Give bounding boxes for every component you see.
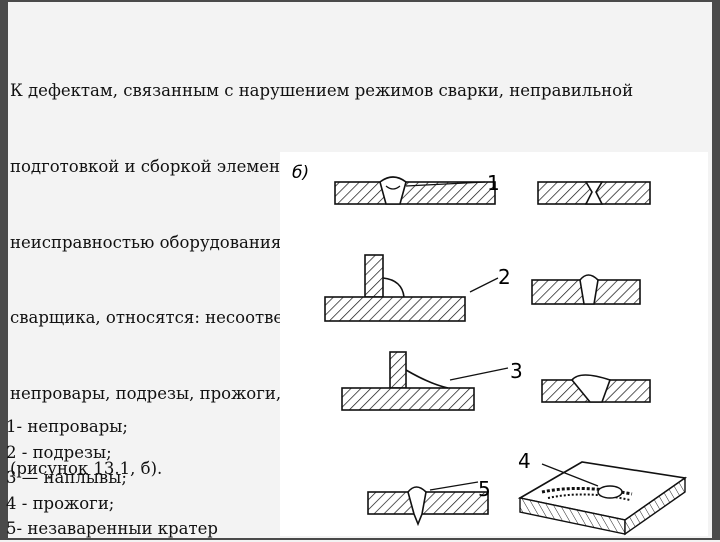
callout-line-5 <box>429 481 479 491</box>
legend-item: 4 - прожоги; <box>6 493 115 513</box>
callout-3: 3 <box>510 359 523 383</box>
callout-line-2 <box>469 277 499 293</box>
tee-joint-overlap <box>341 351 475 411</box>
tee-joint-undercut <box>324 254 466 322</box>
weld-defects-drawing: б) 1 2 <box>292 163 688 536</box>
butt-joint-crater <box>367 486 489 527</box>
legend-item: 1- непровары; <box>6 417 128 436</box>
butt-joint-undercut <box>531 274 641 305</box>
figure-label: б) <box>292 163 309 183</box>
defects-legend: 1- непровары; 2 - подрезы; 3 — наплывы; … <box>6 414 218 542</box>
paragraph-line: (рисунок 13.1, б). <box>10 459 163 479</box>
callout-line-3 <box>449 367 509 381</box>
callout-5: 5 <box>478 477 491 501</box>
butt-joint-overlap <box>541 374 651 403</box>
callout-4: 4 <box>518 449 531 473</box>
legend-item: 2 - подрезы; <box>6 442 112 462</box>
callout-line-1 <box>405 181 486 187</box>
butt-joint-incomplete-fusion-left <box>334 176 496 205</box>
callout-1: 1 <box>487 171 500 195</box>
legend-item: 5- незаваренныи кратер <box>6 519 218 538</box>
butt-joint-incomplete-fusion-right <box>537 181 651 205</box>
legend-item: 3 — наплывы; <box>6 468 127 487</box>
weld-defects-figure: б) 1 2 <box>280 152 708 536</box>
callout-line-4 <box>541 463 599 487</box>
plate-burn-through <box>517 461 688 536</box>
callout-2: 2 <box>498 265 511 289</box>
paragraph-line: К дефектам, связанным с нарушением режим… <box>10 81 634 101</box>
